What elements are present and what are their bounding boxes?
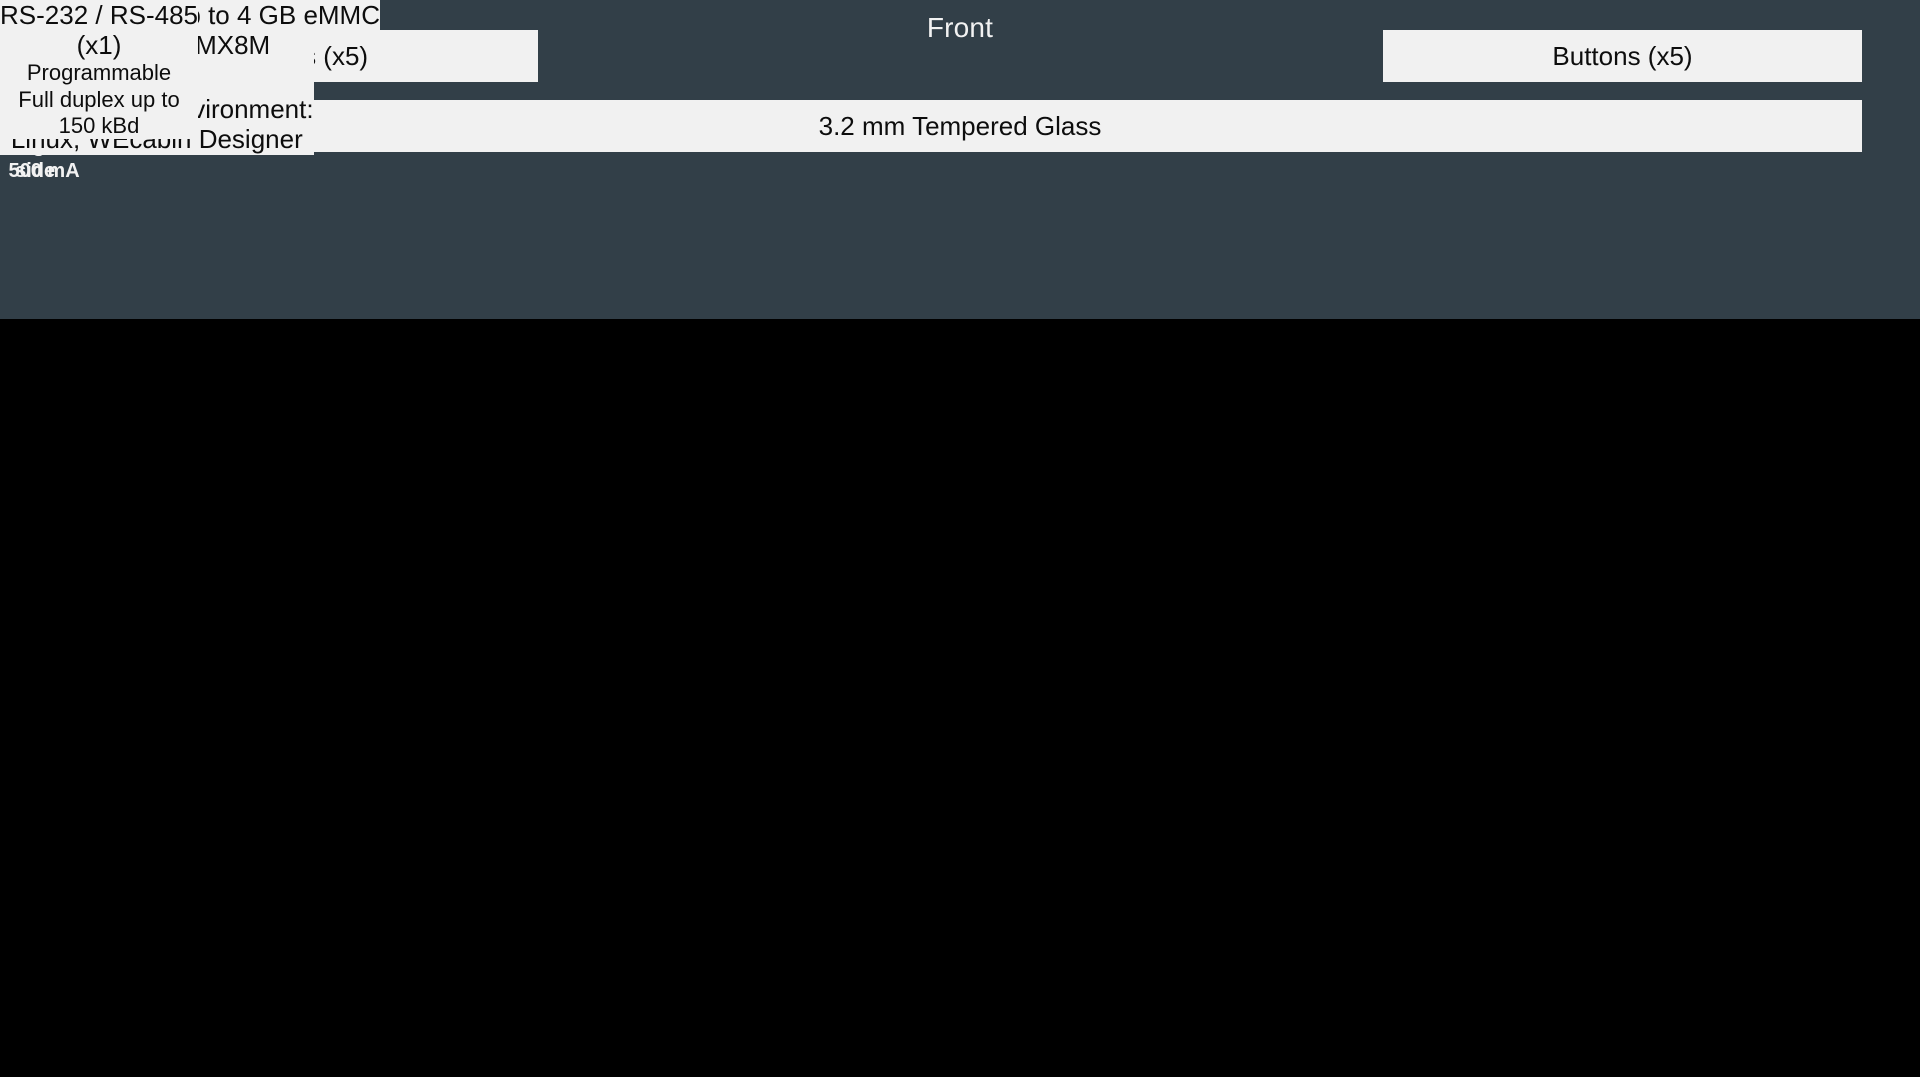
interface-serial-detail: Programmable Full duplex up to 150 kBd xyxy=(18,60,180,139)
tempered-glass-label: 3.2 mm Tempered Glass xyxy=(818,110,1102,141)
interface-serial-box[interactable]: RS-232 / RS-485 (x1) Programmable Full d… xyxy=(0,0,198,140)
front-panel-title: Front xyxy=(926,12,994,43)
buttons-right-box[interactable]: Buttons (x5) xyxy=(1383,30,1862,82)
tempered-glass-box[interactable]: 3.2 mm Tempered Glass xyxy=(58,100,1862,152)
interface-serial-name: RS-232 / RS-485 (x1) xyxy=(0,0,198,61)
buttons-right-label: Buttons (x5) xyxy=(1552,40,1693,71)
